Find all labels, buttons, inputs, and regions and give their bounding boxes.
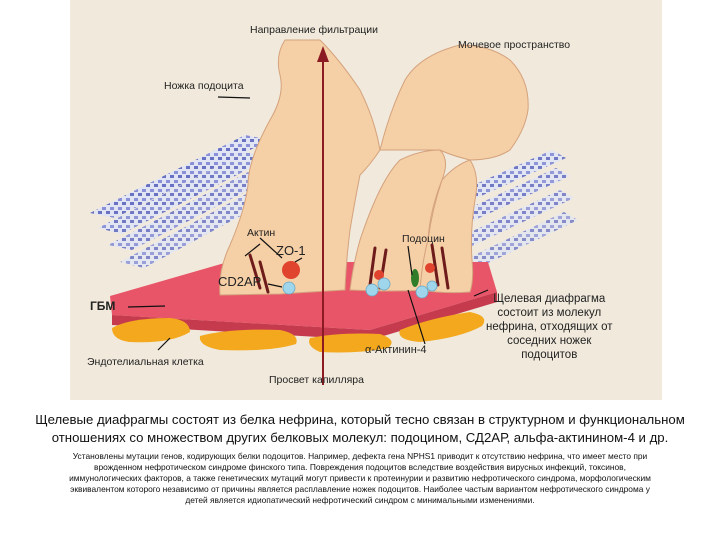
label-endothelial-cell: Эндотелиальная клетка (87, 356, 204, 368)
label-filtration-direction: Направление фильтрации (250, 24, 378, 36)
label-cd2ap: CD2AP (218, 274, 261, 289)
label-slit-diaphragm: Щелевая диафрагма состоит из молекул неф… (486, 292, 613, 362)
label-gbm: ГБМ (90, 299, 115, 313)
label-urinary-space: Мочевое пространство (458, 39, 570, 51)
caption-main-line-2: отношениях со множеством других белковых… (0, 429, 720, 447)
caption-sub-line-1: Установлены мутации генов, кодирующих бе… (0, 451, 720, 462)
caption-main: Щелевые диафрагмы состоят из белка нефри… (0, 411, 720, 447)
podocyte-cell-right (380, 45, 528, 160)
label-zo1: ZO-1 (276, 243, 306, 258)
label-actin: Актин (247, 227, 275, 239)
caption-main-line-1: Щелевые диафрагмы состоят из белка нефри… (0, 411, 720, 429)
caption-sub-line-2: врожденном нефротическом синдроме финско… (0, 462, 720, 473)
label-alpha-actinin: α-Актинин-4 (365, 344, 427, 356)
caption-sub-line-3: иммунологических факторов, а также генет… (0, 473, 720, 484)
label-podocin: Подоцин (402, 233, 445, 245)
label-podocyte-foot: Ножка подоцита (164, 80, 244, 92)
diagram-figure: Направление фильтрации Мочевое пространс… (70, 0, 662, 400)
alpha-actinin-marker (411, 269, 419, 287)
label-capillary-lumen: Просвет капилляра (269, 374, 364, 386)
caption-sub-line-4: эквивалентом которого независимо от прич… (0, 484, 720, 495)
caption-sub: Установлены мутации генов, кодирующих бе… (0, 451, 720, 506)
caption-sub-line-5: детей является идиопатический нефротичес… (0, 495, 720, 506)
